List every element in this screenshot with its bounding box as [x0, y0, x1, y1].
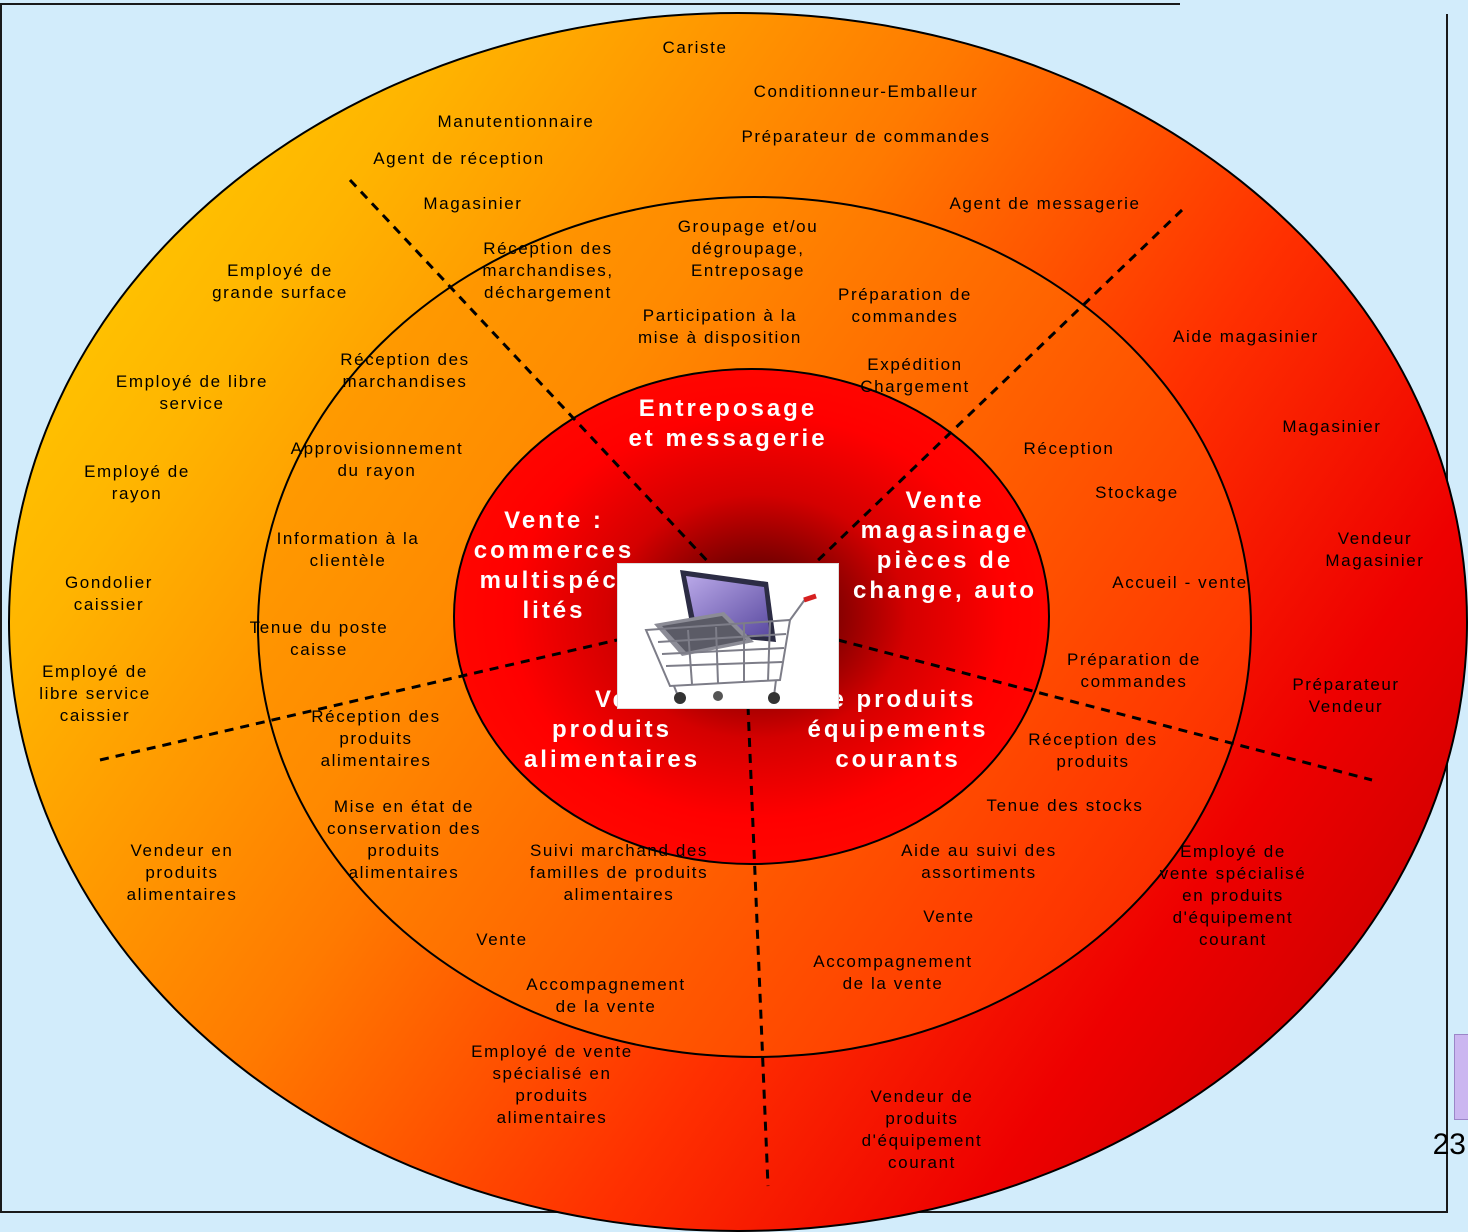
label-employe-grande-surface: Employé de grande surface [212, 261, 348, 302]
label-magasinier-top: Magasinier [423, 194, 523, 213]
label-agent-reception: Agent de réception [373, 149, 545, 168]
label-vendeur-equipement: Vendeur de produits d'équipement courant [861, 1087, 983, 1172]
label-accompagnement-right: Accompagnement de la vente [813, 952, 973, 993]
label-stockage: Stockage [1095, 483, 1179, 502]
label-suivi-marchand: Suivi marchand des familles de produits … [529, 841, 709, 904]
label-participation: Participation à la mise à disposition [638, 306, 802, 347]
label-accompagnement-left: Accompagnement de la vente [526, 975, 686, 1016]
label-employe-rayon: Employé de rayon [84, 462, 190, 503]
label-tenue-poste: Tenue du poste caisse [249, 618, 389, 659]
label-conditionneur: Conditionneur-Emballeur [753, 82, 979, 101]
label-manutentionnaire: Manutentionnaire [437, 112, 595, 131]
label-reception-produits: Réception des produits [1028, 730, 1158, 771]
sector-food: Ve produits alimentaires [523, 686, 701, 773]
label-employe-libre-caissier: Employé de libre service caissier [39, 662, 151, 725]
label-magasinier-right: Magasinier [1282, 417, 1382, 436]
label-aide-magasinier: Aide magasinier [1173, 327, 1319, 346]
label-aide-suivi: Aide au suivi des assortiments [901, 841, 1057, 882]
page-number: 23 [1432, 1128, 1466, 1161]
label-mise-en-etat: Mise en état de conservation des produit… [326, 797, 482, 882]
shopping-cart-image [617, 563, 839, 709]
label-reception: Réception [1023, 439, 1115, 458]
label-agent-messagerie: Agent de messagerie [949, 194, 1141, 213]
label-preparateur-vendeur: Préparateur Vendeur [1292, 675, 1400, 716]
label-employe-vente-alimentaires: Employé de vente spécialisé en produits … [471, 1042, 633, 1127]
label-expedition: Expédition Chargement [860, 355, 970, 396]
label-vente-right: Vente [923, 907, 975, 926]
side-tab [1454, 1034, 1468, 1120]
sector-warehousing: Entreposage et messagerie [628, 395, 828, 452]
label-preparateur-commandes: Préparateur de commandes [741, 127, 991, 146]
label-vente-left: Vente [476, 930, 528, 949]
label-vendeur-produits-alimentaires: Vendeur en produits alimentaires [126, 841, 238, 904]
label-reception-marchandises: Réception des marchandises [340, 350, 470, 391]
label-reception-produits-alimentaires: Réception des produits alimentaires [311, 707, 441, 770]
label-employe-libre-service: Employé de libre service [115, 372, 269, 413]
sector-auto-parts: Vente magasinage pièces de change, auto [852, 487, 1038, 604]
label-tenue-stocks: Tenue des stocks [986, 796, 1144, 815]
label-gondolier: Gondolier caissier [64, 573, 154, 614]
label-reception-marchandises-dechargement: Réception des marchandises, déchargement [482, 239, 614, 302]
label-preparation-commandes-top: Préparation de commandes [838, 285, 972, 326]
label-preparation-commandes-right: Préparation de commandes [1067, 650, 1201, 691]
sector-equipment: te produits équipements courants [807, 686, 989, 773]
shopping-cart-laptop-icon [644, 570, 817, 704]
sector-multispecialist: Vente : commerces multispéci lités [473, 507, 635, 624]
label-vendeur-magasinier: Vendeur Magasinier [1325, 529, 1425, 570]
label-information-clientele: Information à la clientèle [276, 529, 420, 570]
label-employe-vente-equipement: Employé de vente spécialisé en produits … [1159, 842, 1307, 949]
label-accueil-vente: Accueil - vente [1112, 573, 1248, 592]
label-groupage: Groupage et/ou dégroupage, Entreposage [677, 217, 819, 280]
title-strip [1180, 0, 1450, 14]
label-cariste: Cariste [662, 38, 728, 57]
label-approvisionnement: Approvisionnement du rayon [290, 439, 464, 480]
